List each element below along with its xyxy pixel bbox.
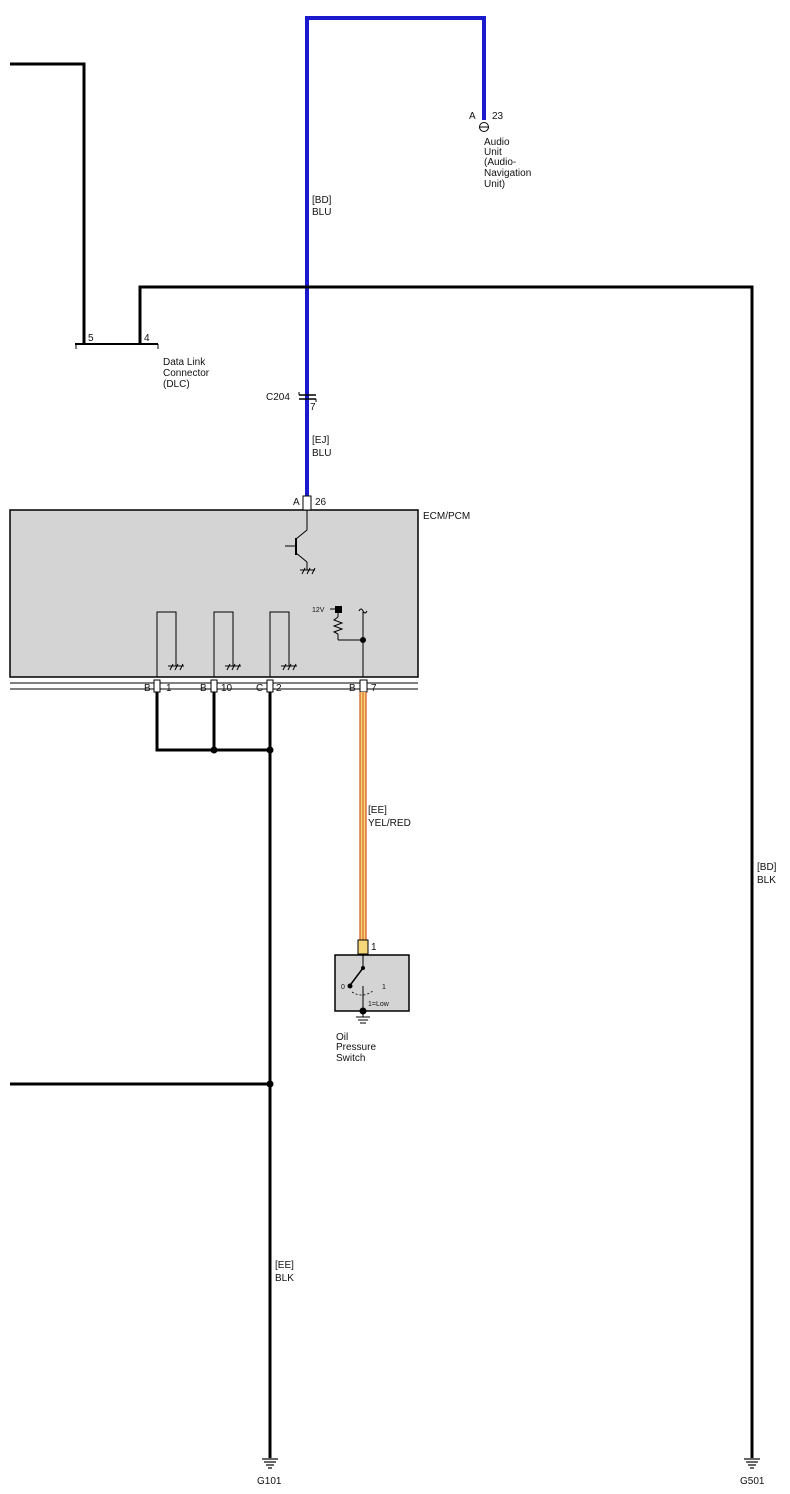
ee-blk-wire-code: [EE] [275,1260,294,1271]
ecm-top-pin-box [302,495,312,511]
ground-g501: G501 [740,1458,765,1487]
g501-ground-icon [744,1458,760,1469]
ecm-ground-tie [10,692,274,1458]
splice-b10-dot [210,746,218,754]
c204-connector: C204 7 [266,392,317,413]
ej-blu-wire-code: [EJ] [312,435,329,446]
dlc-label-3: (DLC) [163,379,190,390]
g101-label: G101 [257,1476,282,1487]
ecm-pin-c2-number: 2 [276,683,282,694]
oil-switch-label-1: Oil [336,1032,348,1043]
ground-loop-b10-icon [213,611,241,677]
audio-unit-label-2: Unit [484,147,502,158]
ecm-top-connector: A [293,497,300,508]
dlc-pin4-wire [138,285,754,1458]
ecm-voltage-label: 12V [312,607,325,614]
ecm-module: ECM/PCM A 26 [9,495,470,694]
dlc-label-1: Data Link [163,357,206,368]
bd-blu-wire-color: BLU [312,207,331,218]
audio-unit-label-5: Unit) [484,179,505,190]
ecm-pin-b10-box [210,679,218,693]
b1-ground-wire [155,692,270,752]
ground-loop-b1-icon [156,611,184,677]
splice-c2-dot [266,746,274,754]
bd-blk-wire-code: [BD] [757,862,777,873]
dlc: 5 4 Data Link Connector (DLC) [10,62,754,1458]
ecm-pin-b1-box [153,679,161,693]
dlc-label-2: Connector [163,368,210,379]
bd-blu-wire-code: [BD] [312,195,332,206]
oil-switch-pin-box [357,939,369,955]
ecm-pin-c2-connector: C [256,683,263,694]
ecm-pin-b1-number: 1 [166,683,172,694]
g501-label: G501 [740,1476,765,1487]
ej-blu-wire-color: BLU [312,448,331,459]
ee-yelred-wire-color: YEL/RED [368,818,411,829]
audio-unit-pin: 23 [492,111,504,122]
dlc-pin-left: 5 [88,333,94,344]
oil-switch-pos-off: 0 [341,984,345,991]
ecm-pin-b7-connector: B [349,683,356,694]
ecm-top-pin: 26 [315,497,327,508]
dlc-pin-right: 4 [144,333,150,344]
splice-ground-dot [266,1080,274,1088]
bd-blu-wire-line [305,16,486,504]
audio-unit-connector: A [469,111,476,122]
oil-switch-box [334,954,410,1012]
bd-blk-wire-color: BLK [757,875,776,886]
pullup-resistor-icon [330,606,368,677]
audio-unit: A 23 Audio Unit (Audio- Navigation Unit) [469,111,531,190]
ee-yelred-wire: [EE] YEL/RED [359,692,411,940]
ecm-pin-b10-connector: B [200,683,207,694]
c204-pin: 7 [310,402,316,413]
oil-switch-pin: 1 [371,942,377,953]
transistor-icon [285,510,316,575]
ecm-pin-c2-box [266,679,274,693]
oil-switch-legend: 1=Low [368,1001,390,1008]
ecm-pin-b10-number: 10 [221,683,233,694]
ee-yelred-wire-code: [EE] [368,805,387,816]
ecm-pin-b7-box [359,679,368,693]
c204-name: C204 [266,392,290,403]
oil-switch-label-3: Switch [336,1053,365,1064]
oil-switch-pos-on: 1 [382,984,386,991]
ecm-pin-b1-connector: B [144,683,151,694]
bd-blu-wire: [BD] BLU [305,16,486,504]
audio-unit-label-3: (Audio- [484,157,516,168]
ecm-name: ECM/PCM [423,511,470,522]
g101-ground-icon [262,1458,278,1469]
dlc-pin5-wire [10,62,86,343]
oil-pressure-switch: 1 0 1 1=Low Oil Pressure Switch [334,939,410,1064]
ground-loop-c2-icon [269,611,297,677]
ee-blk-wire-color: BLK [275,1273,294,1284]
oil-switch-ground-icon [356,1007,370,1024]
ecm-pin-b7-number: 7 [371,683,377,694]
ground-g101: G101 [257,1458,282,1487]
oil-switch-label-2: Pressure [336,1042,376,1053]
audio-unit-label-4: Navigation [484,168,531,179]
audio-unit-label-1: Audio [484,137,510,148]
switch-contact-icon [347,955,375,1011]
